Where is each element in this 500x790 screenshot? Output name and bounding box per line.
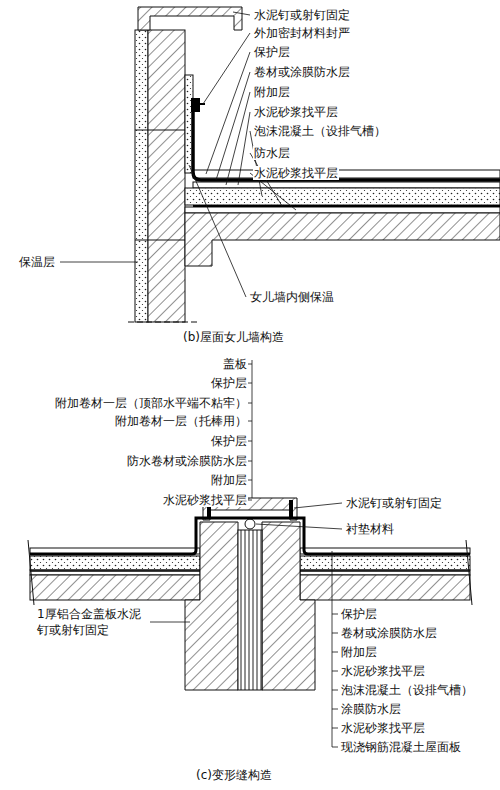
callout-label: 水泥砂浆找平层 [253, 105, 339, 119]
callout-label: 保温层 [18, 255, 56, 269]
callout-label: 涂膜防水层 [340, 702, 402, 716]
figure-caption: (c)变形缝构造 [195, 768, 273, 782]
callout-label: 水泥砂浆找平层 [162, 493, 248, 507]
callout-label: 卷材或涂膜防水层 [253, 65, 351, 79]
callout-label: 保护层 [340, 607, 378, 621]
callout-label: 防水层 [253, 146, 291, 160]
callout-label: 附加层 [253, 85, 291, 99]
callout-label: 附加层 [340, 645, 378, 659]
callout-label: 保护层 [210, 376, 248, 390]
callout-label: 女儿墙内侧保温 [249, 290, 335, 304]
callout-label: 水泥钉或射钉固定 [253, 8, 351, 22]
callout-label: 防水卷材或涂膜防水层 [126, 454, 248, 468]
callout-label: 衬垫材料 [345, 522, 395, 536]
callout-label: 盖板 [222, 357, 248, 371]
callout-label: 附加卷材一层（托棒用） [114, 414, 248, 428]
callout-label: 卷材或涂膜防水层 [340, 626, 438, 640]
callout-label: 附加卷材一层（顶部水平端不粘牢） [54, 396, 248, 410]
callout-label: 外加密封材料封严 [253, 26, 351, 40]
callout-label: 水泥砂浆找平层 [340, 721, 426, 735]
figure-caption: (b)屋面女儿墙构造 [182, 330, 285, 344]
callout-label: 泡沫混凝土（设排气槽） [340, 683, 474, 697]
callout-label: 1厚铝合金盖板水泥钉或射钉固定 [36, 606, 150, 638]
callout-label: 水泥砂浆找平层 [340, 664, 426, 678]
callout-label: 水泥砂浆找平层 [253, 166, 339, 180]
callout-label: 保护层 [253, 45, 291, 59]
callout-label: 水泥钉或射钉固定 [345, 496, 443, 510]
callout-label: 泡沫混凝土（设排气槽） [253, 124, 387, 138]
callout-label: 附加层 [210, 473, 248, 487]
callout-label: 保护层 [210, 434, 248, 448]
callout-label: 现浇钢筋混凝土屋面板 [340, 740, 462, 754]
